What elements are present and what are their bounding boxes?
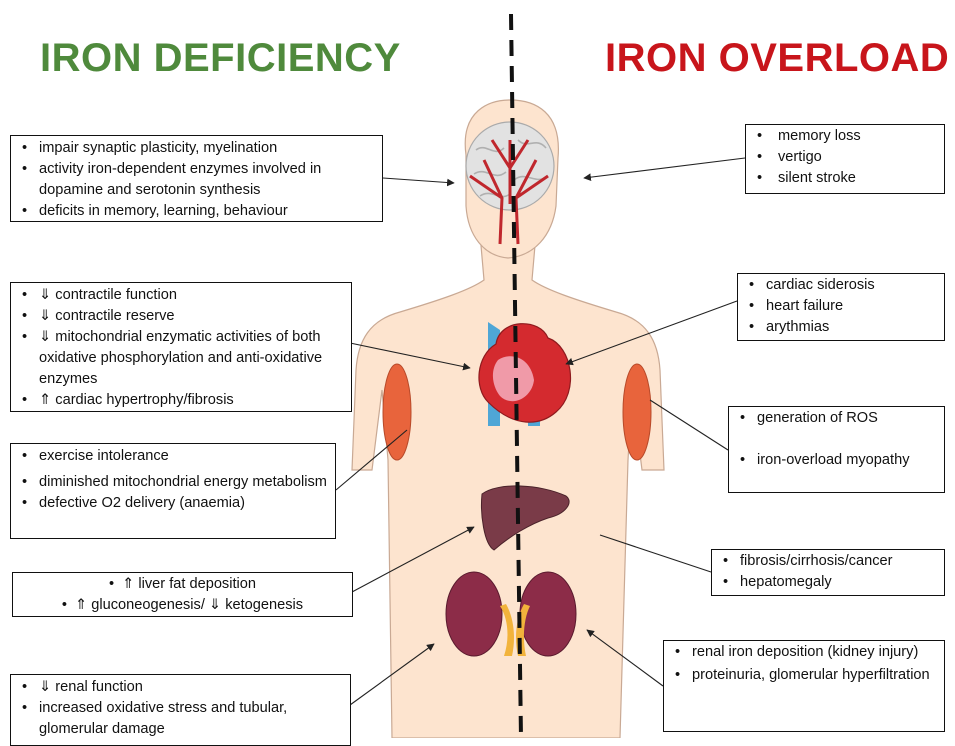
deficiency-heart-box: ⇓ contractile function ⇓ contractile res… <box>10 282 352 412</box>
overload-kidney-item: proteinuria, glomerular hyperfiltration <box>666 665 940 686</box>
overload-heart-item: arythmias <box>740 317 940 338</box>
overload-heart-box: cardiac siderosis heart failure arythmia… <box>737 273 945 341</box>
deficiency-liver-box: •⇑ liver fat deposition •⇑ gluconeogenes… <box>12 572 353 617</box>
right-arm-muscle <box>623 364 651 460</box>
deficiency-heart-item: ⇓ contractile reserve <box>13 306 345 327</box>
connector-brain-overload <box>584 158 745 178</box>
deficiency-muscle-item: diminished mitochondrial energy metaboli… <box>13 472 329 493</box>
overload-kidney-item: renal iron deposition (kidney injury) <box>666 642 940 663</box>
deficiency-kidney-item: increased oxidative stress and tubular, … <box>13 698 344 740</box>
overload-brain-item: silent stroke <box>748 168 940 189</box>
connector-brain-deficiency <box>383 178 454 183</box>
deficiency-kidney-item: ⇓ renal function <box>13 677 344 698</box>
deficiency-brain-item: deficits in memory, learning, behaviour <box>13 201 376 222</box>
deficiency-muscle-box: exercise intolerance diminished mitochon… <box>10 443 336 539</box>
overload-brain-item: memory loss <box>748 126 940 147</box>
deficiency-brain-box: impair synaptic plasticity, myelination … <box>10 135 383 222</box>
left-kidney <box>446 572 502 656</box>
overload-liver-item: fibrosis/cirrhosis/cancer <box>714 551 940 572</box>
deficiency-heart-item: ⇓ mitochondrial enzymatic activities of … <box>13 327 345 390</box>
iron-deficiency-title: IRON DEFICIENCY <box>40 36 401 81</box>
overload-heart-item: cardiac siderosis <box>740 275 940 296</box>
deficiency-brain-item: activity iron-dependent enzymes involved… <box>13 159 376 201</box>
overload-muscle-item: iron-overload myopathy <box>731 450 940 471</box>
iron-overload-title: IRON OVERLOAD <box>605 36 949 81</box>
deficiency-muscle-item: defective O2 delivery (anaemia) <box>13 493 329 514</box>
deficiency-heart-item: ⇓ contractile function <box>13 285 345 306</box>
right-kidney <box>520 572 576 656</box>
deficiency-kidney-box: ⇓ renal function increased oxidative str… <box>10 674 351 746</box>
left-arm-muscle <box>383 364 411 460</box>
overload-brain-item: vertigo <box>748 147 940 168</box>
overload-muscle-item: generation of ROS <box>731 408 940 429</box>
overload-muscle-box: generation of ROS iron-overload myopathy <box>728 406 945 493</box>
overload-liver-item: hepatomegaly <box>714 572 940 593</box>
overload-liver-box: fibrosis/cirrhosis/cancer hepatomegaly <box>711 549 945 596</box>
deficiency-brain-item: impair synaptic plasticity, myelination <box>13 138 376 159</box>
deficiency-liver-item: •⇑ gluconeogenesis/ ⇓ ketogenesis <box>17 595 348 616</box>
deficiency-liver-item: •⇑ liver fat deposition <box>17 574 348 595</box>
overload-kidney-box: renal iron deposition (kidney injury) pr… <box>663 640 945 732</box>
deficiency-muscle-item: exercise intolerance <box>13 446 329 467</box>
overload-brain-box: memory loss vertigo silent stroke <box>745 124 945 194</box>
deficiency-heart-item: ⇑ cardiac hypertrophy/fibrosis <box>13 390 345 411</box>
overload-heart-item: heart failure <box>740 296 940 317</box>
